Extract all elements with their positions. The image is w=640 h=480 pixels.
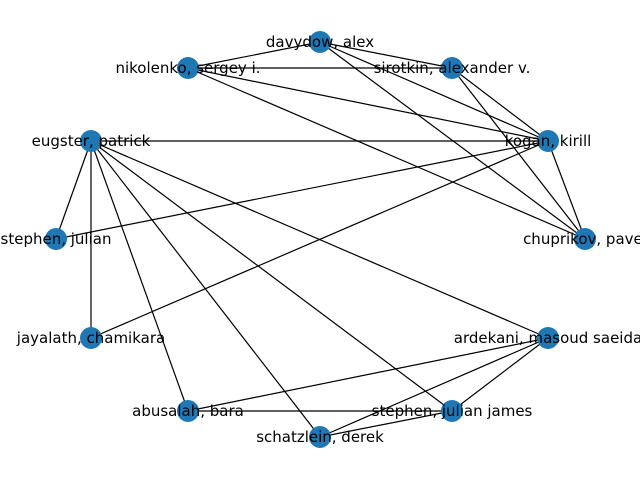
edge-ardekani-schatzlein	[319, 337, 549, 438]
node-label-sirotkin: sirotkin, alexander v.	[374, 59, 531, 77]
edge-davydow-kogan	[319, 41, 549, 142]
node-label-ardekani: ardekani, masoud saeida	[454, 329, 640, 347]
node-label-schatzlein: schatzlein, derek	[256, 428, 384, 446]
nodes-layer	[45, 31, 596, 448]
node-label-eugster: eugster, patrick	[32, 132, 151, 150]
node-jayalath	[80, 327, 102, 349]
node-label-nikolenko: nikolenko, sergey i.	[115, 59, 260, 77]
node-davydow	[309, 31, 331, 53]
node-kogan	[537, 130, 559, 152]
edge-kogan-stephen_j	[55, 140, 549, 240]
edge-schatzlein-stephen_jj	[319, 410, 453, 438]
node-eugster	[80, 130, 102, 152]
edge-sirotkin-kogan	[451, 67, 549, 142]
edge-davydow-nikolenko	[187, 41, 321, 69]
edge-ardekani-abusalah	[187, 337, 549, 412]
edge-nikolenko-chuprikov	[187, 67, 586, 240]
node-label-chuprikov: chuprikov, pavel	[523, 230, 640, 248]
edge-nikolenko-kogan	[187, 67, 549, 142]
node-label-davydow: davydow, alex	[266, 33, 374, 51]
edge-eugster-schatzlein	[90, 140, 321, 438]
node-abusalah	[177, 400, 199, 422]
node-label-stephen_jj: stephen, julian james	[372, 402, 533, 420]
edge-eugster-stephen_jj	[90, 140, 453, 412]
node-stephen_j	[45, 228, 67, 250]
node-label-jayalath: jayalath, chamikara	[16, 329, 165, 347]
node-ardekani	[537, 327, 559, 349]
node-label-abusalah: abusalah, bara	[132, 402, 244, 420]
node-nikolenko	[177, 57, 199, 79]
edge-ardekani-stephen_jj	[451, 337, 549, 412]
edge-eugster-ardekani	[90, 140, 549, 339]
edge-eugster-abusalah	[90, 140, 189, 412]
edge-eugster-stephen_j	[55, 140, 92, 240]
node-label-kogan: kogan, kirill	[505, 132, 592, 150]
edge-kogan-chuprikov	[547, 140, 586, 240]
node-label-stephen_j: stephen, julian	[1, 230, 112, 248]
edge-davydow-sirotkin	[319, 41, 453, 69]
node-stephen_jj	[441, 400, 463, 422]
edges-layer	[55, 41, 586, 438]
node-schatzlein	[309, 426, 331, 448]
node-chuprikov	[574, 228, 596, 250]
node-sirotkin	[441, 57, 463, 79]
